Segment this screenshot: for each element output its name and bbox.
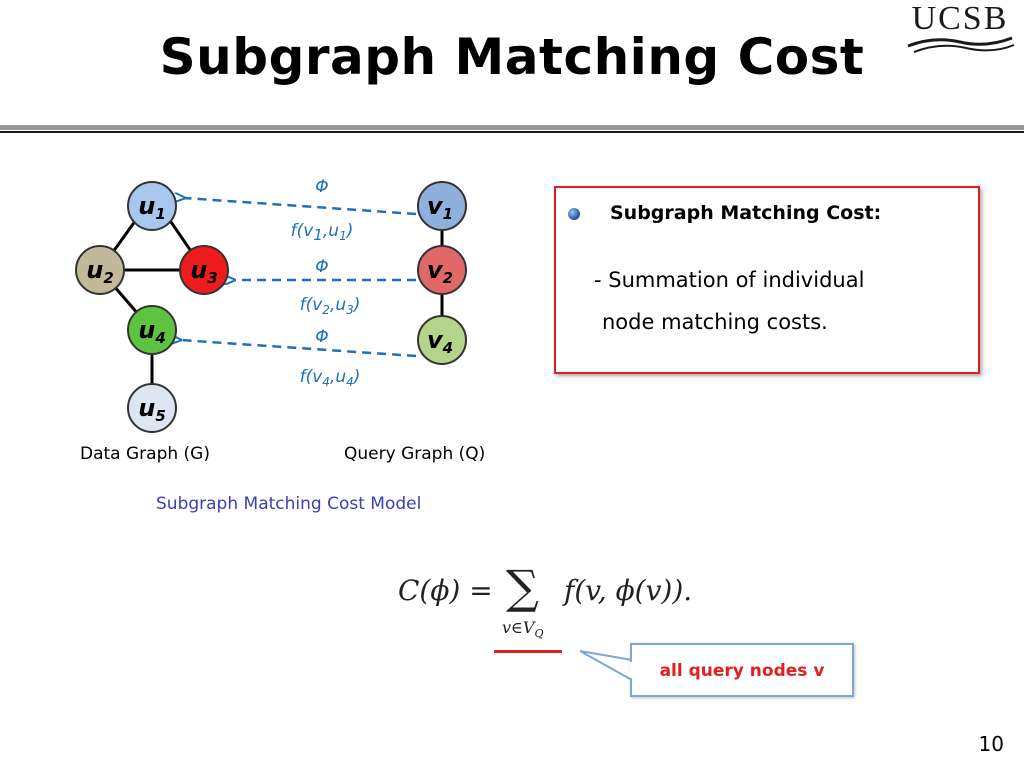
mapping-label-1: f(v1,u1) bbox=[291, 221, 354, 244]
node-u4: u4 bbox=[127, 305, 177, 355]
query-graph-caption: Query Graph (Q) bbox=[344, 444, 486, 464]
node-v1: v1 bbox=[417, 181, 467, 231]
ucsb-logo: UCSB bbox=[904, 0, 1016, 56]
title-rule-gray bbox=[0, 125, 1024, 130]
mapping-arrows bbox=[180, 198, 417, 358]
svg-text:u3: u3 bbox=[190, 256, 218, 287]
phi-label-3: Φ bbox=[315, 327, 328, 347]
logo-text: UCSB bbox=[911, 0, 1009, 37]
svg-text:u2: u2 bbox=[86, 256, 114, 287]
summation-symbol: ∑ bbox=[506, 560, 539, 614]
cost-formula: C(ϕ) = ∑ v∈VQ f(v, ϕ(v)). bbox=[398, 560, 718, 648]
node-u3: u3 bbox=[179, 245, 229, 295]
svg-text:u5: u5 bbox=[138, 394, 166, 425]
logo-wave-icon bbox=[907, 36, 1015, 53]
subscript-underline bbox=[494, 650, 562, 653]
callout-text: all query nodes v bbox=[659, 661, 825, 681]
query-graph-nodes: v1 v2 v4 bbox=[417, 181, 467, 365]
svg-text:u4: u4 bbox=[138, 316, 166, 347]
title-rule-dark bbox=[0, 131, 1024, 133]
query-nodes-callout: all query nodes v bbox=[630, 643, 854, 697]
svg-text:v2: v2 bbox=[427, 256, 453, 287]
data-graph-caption: Data Graph (G) bbox=[80, 444, 210, 464]
node-v2: v2 bbox=[417, 245, 467, 295]
data-graph-nodes: u1 u2 u3 u4 u5 bbox=[75, 181, 229, 433]
formula-lhs: C(ϕ) = bbox=[398, 574, 493, 607]
node-v4: v4 bbox=[417, 315, 467, 365]
bullet-icon bbox=[568, 208, 580, 220]
node-u5: u5 bbox=[127, 383, 177, 433]
mapping-label-2: f(v2,u3) bbox=[300, 295, 361, 317]
definition-box: Subgraph Matching Cost: - Summation of i… bbox=[554, 186, 980, 374]
definition-line-2: node matching costs. bbox=[602, 310, 828, 334]
svg-text:v1: v1 bbox=[427, 192, 453, 223]
node-u1: u1 bbox=[127, 181, 177, 231]
definition-heading: Subgraph Matching Cost: bbox=[610, 202, 882, 224]
definition-line-1: - Summation of individual bbox=[594, 268, 865, 292]
phi-label-2: Φ bbox=[315, 257, 328, 277]
cost-model-caption: Subgraph Matching Cost Model bbox=[156, 494, 422, 514]
slide-title: Subgraph Matching Cost bbox=[159, 28, 865, 86]
node-u2: u2 bbox=[75, 245, 125, 295]
svg-text:u1: u1 bbox=[138, 192, 166, 223]
page-number: 10 bbox=[978, 732, 1004, 756]
summation-subscript: v∈VQ bbox=[502, 618, 544, 641]
mapping-arrow-v4-u4 bbox=[180, 340, 417, 358]
formula-rhs: f(v, ϕ(v)). bbox=[564, 574, 693, 607]
svg-text:v4: v4 bbox=[427, 326, 453, 357]
mapping-labels: Φ f(v1,u1) Φ f(v2,u3) Φ f(v4,u4) bbox=[291, 177, 361, 389]
mapping-label-3: f(v4,u4) bbox=[300, 367, 361, 389]
mapping-arrow-v1-u1 bbox=[184, 198, 417, 216]
phi-label-1: Φ bbox=[315, 177, 328, 197]
